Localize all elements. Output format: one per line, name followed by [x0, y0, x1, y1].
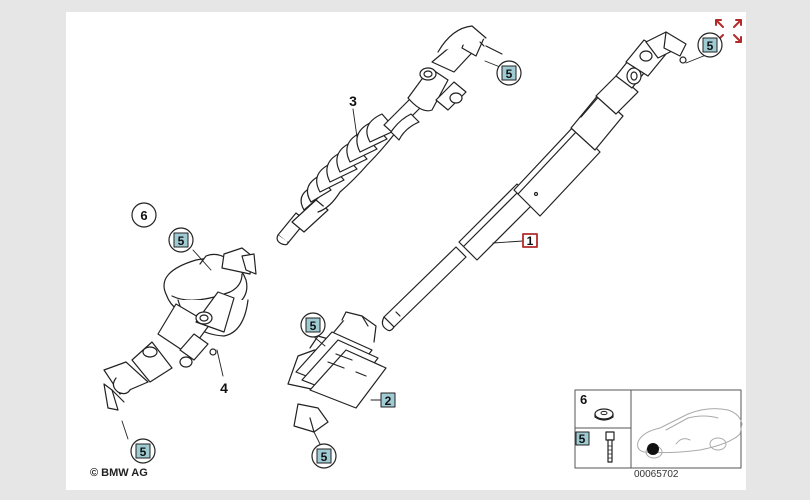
callout-label-4: 4: [220, 380, 228, 396]
callout-label-2: 2: [385, 394, 392, 408]
callout-label-6: 6: [140, 208, 147, 223]
callout-label-5: 5: [506, 67, 513, 81]
universal-joint-part4: [103, 247, 257, 411]
callout-part-5-disc[interactable]: 5: [168, 227, 194, 253]
callout-part-5-upper-joint[interactable]: 5: [496, 60, 522, 86]
bellows-shaft-part3: [276, 25, 503, 246]
callout-part-2[interactable]: 2: [380, 392, 396, 408]
legend-number-6: 6: [580, 392, 587, 407]
diagram-canvas: 3 5 5 1 6 5 4 5 2: [66, 12, 746, 490]
diagram-number: 00065702: [634, 469, 679, 480]
callout-part-5-column[interactable]: 5: [697, 32, 723, 58]
callout-part-5-lower-joint[interactable]: 5: [130, 438, 156, 464]
location-dot-icon: [647, 443, 659, 455]
legend-box: 6 5: [574, 389, 743, 469]
copyright-text: © BMW AG: [90, 467, 148, 479]
callout-label-5: 5: [310, 319, 317, 333]
callout-part-5-coupling-top[interactable]: 5: [300, 312, 326, 338]
callout-part-4[interactable]: 4: [220, 380, 228, 396]
callout-part-5-coupling-bottom[interactable]: 5: [311, 443, 337, 469]
parts-diagram: 3 5 5 1 6 5 4 5 2: [103, 19, 743, 469]
callout-label-3: 3: [349, 93, 357, 109]
callout-part-3[interactable]: 3: [349, 93, 357, 109]
callout-label-5: 5: [321, 450, 328, 464]
callout-label-5: 5: [707, 39, 714, 53]
callout-part-1[interactable]: 1: [522, 233, 538, 248]
universal-joint-upper: [407, 25, 503, 112]
flex-coupling-part2: [287, 311, 387, 433]
bolt-icon: [605, 431, 615, 463]
leader-lines: [121, 54, 707, 445]
callout-label-5: 5: [178, 234, 185, 248]
callout-part-6[interactable]: 6: [131, 202, 157, 228]
legend-number-5: 5: [579, 432, 586, 446]
steering-column-shaft-part1: [381, 31, 687, 332]
callout-label-1: 1: [527, 234, 534, 248]
washer-icon: [594, 408, 614, 421]
callout-label-5: 5: [140, 445, 147, 459]
